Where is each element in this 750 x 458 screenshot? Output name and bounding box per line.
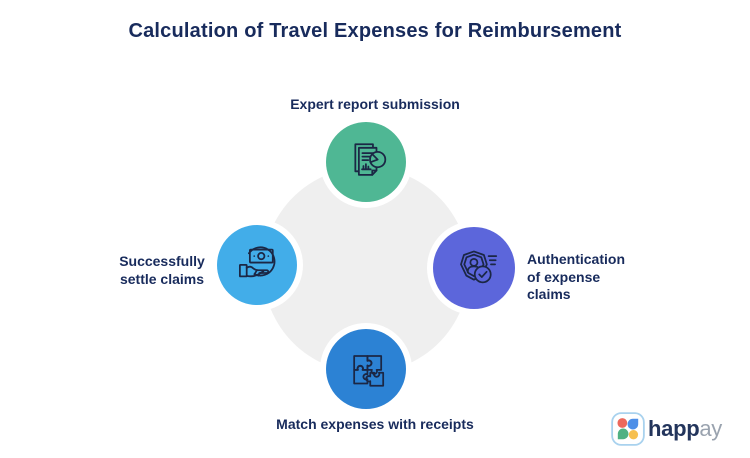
happay-logo-icon xyxy=(611,412,645,446)
step-circle-authentication xyxy=(433,227,515,309)
shield-user-check-icon xyxy=(459,250,497,283)
step-label-settle-claims: Successfully settle claims xyxy=(119,253,205,287)
hand-money-refund-icon xyxy=(238,246,275,277)
step-label-match-expenses: Match expenses with receipts xyxy=(276,416,474,432)
step-label-expert-report: Expert report submission xyxy=(290,96,460,112)
happay-logo-text: happay xyxy=(648,416,722,442)
step-label-authentication: Authentication of expense claims xyxy=(527,251,625,302)
step-circle-settle-claims xyxy=(217,225,297,305)
step-circle-expert-report xyxy=(326,122,406,202)
happay-logo: happay xyxy=(611,412,722,446)
logo-text-light: ay xyxy=(699,416,722,441)
logo-text-dark: happ xyxy=(648,416,700,441)
page-title: Calculation of Travel Expenses for Reimb… xyxy=(128,20,622,42)
report-chart-icon xyxy=(353,142,386,176)
puzzle-pieces-icon xyxy=(352,354,384,387)
step-circle-match-expenses xyxy=(326,329,406,409)
